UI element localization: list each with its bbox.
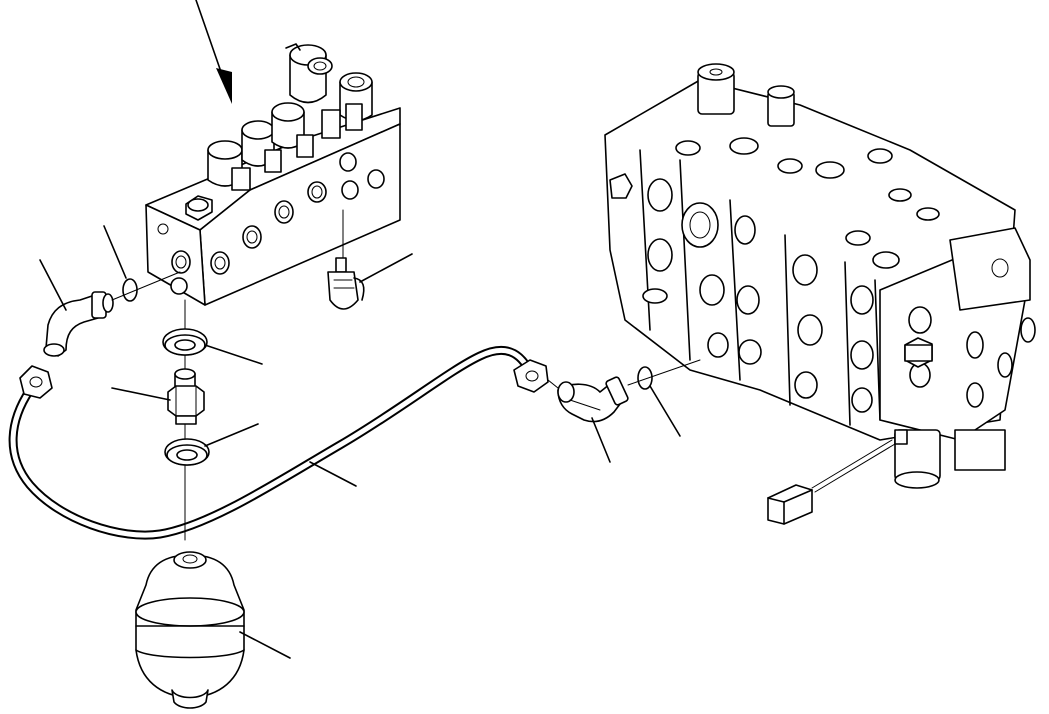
callout-line-7	[309, 461, 357, 487]
pointer-arrow	[195, 0, 232, 104]
hydraulic-tube	[8, 345, 549, 540]
seal-washer-upper	[162, 328, 208, 356]
o-ring-right	[637, 366, 653, 390]
adapter-union	[167, 368, 205, 425]
callout-line-8	[239, 631, 291, 659]
elbow-fitting-right	[557, 376, 629, 423]
callout-line-5	[111, 387, 171, 401]
callout-line-2	[103, 225, 127, 279]
main-control-valve	[604, 63, 1036, 489]
callout-lines	[39, 225, 681, 659]
o-ring-left	[122, 278, 138, 302]
callout-line-10	[649, 385, 681, 437]
sensor-connector	[327, 257, 365, 310]
accumulator	[135, 551, 245, 709]
callout-line-3	[359, 253, 413, 283]
electrical-connector	[767, 439, 896, 525]
callout-line-6	[204, 423, 259, 447]
callout-line-9	[591, 417, 611, 463]
seal-washer-lower	[164, 438, 210, 466]
elbow-fitting-left	[43, 291, 114, 357]
callout-line-4	[204, 344, 263, 365]
callout-line-1	[39, 259, 67, 311]
solenoid-valve-block	[145, 43, 401, 310]
